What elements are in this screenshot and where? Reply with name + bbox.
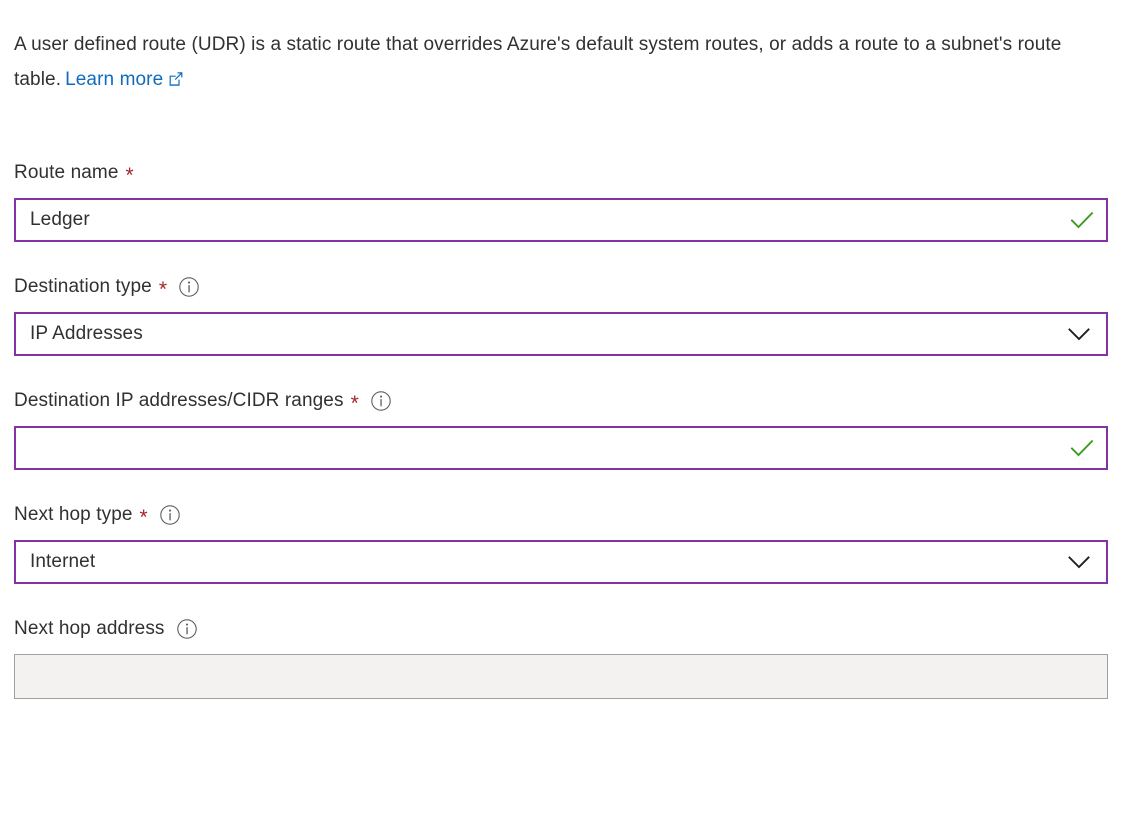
label-destination-type: Destination type * [14,274,1108,300]
info-icon[interactable] [178,276,200,298]
learn-more-label: Learn more [65,69,164,90]
field-next-hop-type: Next hop type * Internet [0,502,1122,584]
label-destination-ip-addresses: Destination IP addresses/CIDR ranges * [14,388,1108,414]
label-route-name: Route name * [14,160,1108,186]
required-asterisk-icon: * [158,277,168,301]
field-destination-ip-addresses: Destination IP addresses/CIDR ranges * [0,388,1122,470]
info-icon[interactable] [159,504,181,526]
route-name-validation-adornment [1058,200,1106,240]
info-icon[interactable] [370,390,392,412]
label-destination-ip-addresses-text: Destination IP addresses/CIDR ranges [14,390,344,411]
input-route-name-control[interactable] [14,198,1108,242]
external-link-icon [168,64,184,99]
label-next-hop-type-text: Next hop type [14,504,133,525]
input-destination-ip-addresses-control[interactable] [14,426,1108,470]
destination-ip-validation-adornment [1058,428,1106,468]
chevron-down-icon[interactable] [1052,542,1106,582]
label-next-hop-address-text: Next hop address [14,618,165,639]
intro-description: A user defined route (UDR) is a static r… [14,27,1074,99]
destination-ip-addresses-input[interactable] [16,428,1058,468]
field-destination-type: Destination type * IP Addresses [0,274,1122,356]
info-icon[interactable] [176,618,198,640]
next-hop-type-value: Internet [30,551,96,572]
label-destination-type-text: Destination type [14,276,152,297]
field-route-name: Route name * [0,160,1122,242]
select-destination-type-control[interactable]: IP Addresses [14,312,1108,356]
required-asterisk-icon: * [139,505,148,529]
label-route-name-text: Route name [14,162,119,183]
next-hop-address-input [15,656,1107,697]
field-next-hop-address: Next hop address [0,616,1122,699]
chevron-down-icon[interactable] [1052,314,1106,354]
intro-description-text: A user defined route (UDR) is a static r… [14,34,1062,90]
input-next-hop-address-control [14,654,1108,699]
required-asterisk-icon: * [350,391,359,415]
label-next-hop-address: Next hop address [14,616,1108,642]
route-form: Route name * Destination type * IP Addre… [0,160,1122,699]
select-next-hop-type-control[interactable]: Internet [14,540,1108,584]
destination-type-value: IP Addresses [30,323,143,344]
route-name-input[interactable] [16,200,1058,240]
learn-more-link[interactable]: Learn more [65,69,184,90]
label-next-hop-type: Next hop type * [14,502,1108,528]
required-asterisk-icon: * [125,163,134,187]
